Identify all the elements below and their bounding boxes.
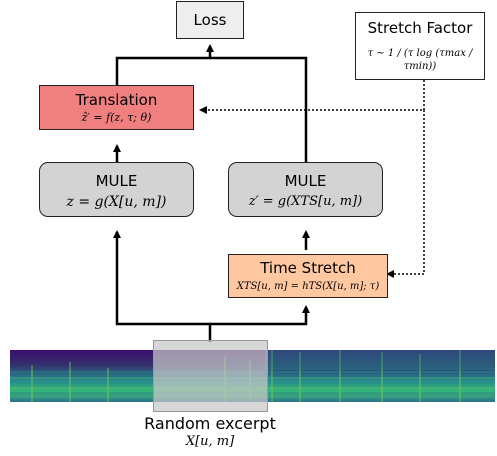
mule-left-formula: z = g(X[u, m]) [66,194,167,210]
arrow-excerpt-to-mule-left [113,230,212,342]
time-stretch-formula: XTS[u, m] = hTS(X[u, m]; τ) [236,281,380,292]
mule-left-label: MULE [95,172,138,190]
arrow-excerpt-to-time-stretch [210,305,310,326]
stretch-factor-formula: τ ∼ 1 / (τ log (τmax / τmin)) [367,48,473,72]
mule-left-node: MULE z = g(X[u, m]) [39,162,194,217]
random-excerpt-caption: Random excerpt X[u, m] [110,414,310,451]
arrow-translation-to-loss [115,44,214,85]
arrow-mule-right-to-loss [210,56,308,162]
stretch-factor-label: Stretch Factor [367,19,473,37]
translation-node: Translation ẑ′ = f(z, τ; θ) [39,85,194,130]
time-stretch-label: Time Stretch [260,259,356,277]
dotted-stretch-to-time-stretch [386,110,425,278]
loss-label: Loss [193,11,227,29]
stretch-factor-node: Stretch Factor τ ∼ 1 / (τ log (τmax / τm… [355,12,485,80]
random-excerpt-highlight [153,340,268,412]
translation-formula: ẑ′ = f(z, τ; θ) [81,111,152,124]
random-excerpt-label: Random excerpt [144,414,276,433]
random-excerpt-formula: X[u, m] [185,434,235,449]
mule-right-label: MULE [284,172,327,190]
loss-node: Loss [176,1,244,39]
mule-right-formula: z′ = g(XTS[u, m]) [248,194,363,209]
dotted-stretch-to-translation [199,80,425,114]
mule-right-node: MULE z′ = g(XTS[u, m]) [228,162,383,217]
translation-label: Translation [75,91,158,109]
time-stretch-node: Time Stretch XTS[u, m] = hTS(X[u, m]; τ) [228,254,388,298]
